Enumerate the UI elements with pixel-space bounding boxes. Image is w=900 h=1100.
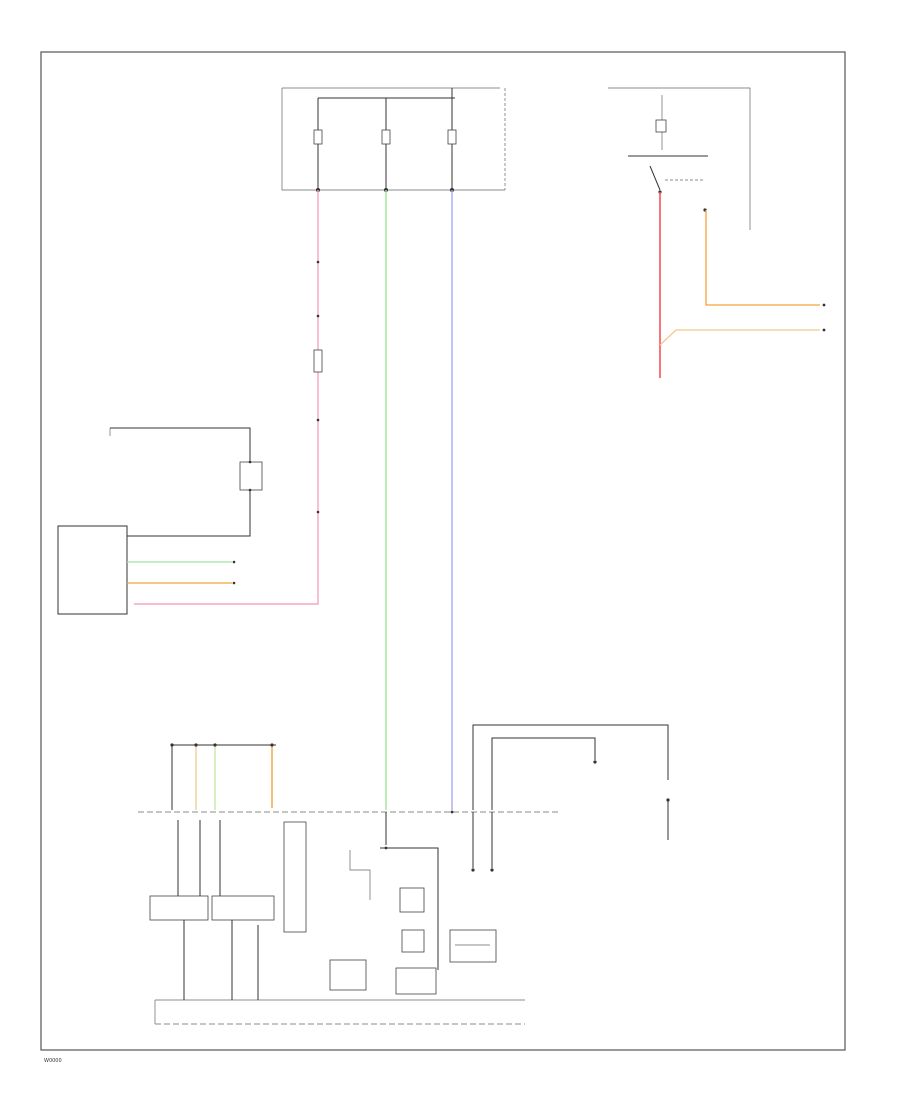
diagram-border — [40, 51, 846, 1051]
figure-code: W0000 — [44, 1058, 62, 1064]
switch-top-right — [608, 87, 751, 230]
fuse-2 — [381, 129, 391, 145]
cluster-module-2 — [211, 895, 275, 921]
left-module — [57, 525, 236, 615]
left-component — [109, 427, 263, 537]
fuse-1 — [313, 129, 323, 145]
wire-tan-right — [659, 329, 820, 346]
pink-wire-component — [313, 260, 323, 514]
instrument-cluster — [149, 810, 525, 1025]
cluster-module-vertical — [283, 821, 307, 933]
wire-pink — [134, 190, 319, 605]
fuse-block-top — [281, 87, 506, 192]
wire-orange-right — [705, 210, 820, 306]
fuse-3 — [447, 129, 457, 145]
cluster-connectors — [170, 743, 276, 810]
cluster-display — [449, 929, 497, 963]
cluster-module-1 — [149, 895, 209, 921]
right-branch — [472, 724, 670, 840]
